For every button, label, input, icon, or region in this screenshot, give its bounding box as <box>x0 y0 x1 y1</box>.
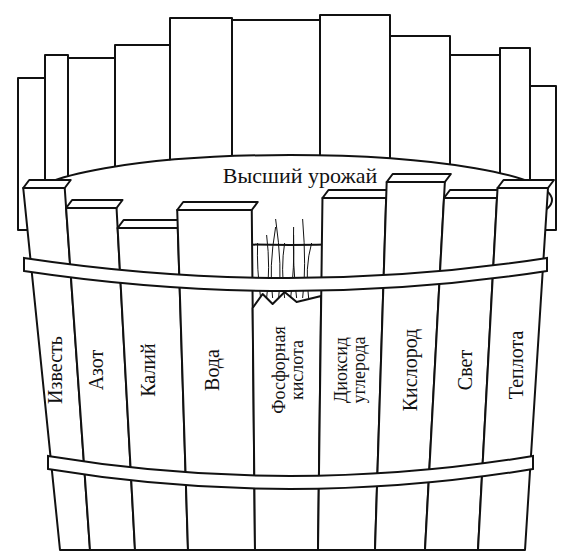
stave-label: Диоксид углерода <box>332 320 368 420</box>
stave-label: Свет <box>455 350 475 390</box>
stave-edge <box>444 190 503 198</box>
stave-label: Кислород <box>400 329 420 412</box>
stave-label: Азот <box>86 350 106 391</box>
stave-edge <box>498 180 554 188</box>
barrel-title: Высший урожай <box>223 165 377 187</box>
stave-edge <box>118 220 184 228</box>
stave-edge <box>23 180 70 188</box>
front-stave <box>478 188 548 550</box>
front-stave <box>177 210 255 550</box>
stave-label: Известь <box>45 336 65 404</box>
upper-hoop <box>24 258 547 291</box>
stave-label: Теплота <box>506 331 526 400</box>
stave-label: Вода <box>202 349 222 391</box>
stave-edge <box>66 200 122 208</box>
lower-hoop <box>48 456 533 489</box>
broken-stave <box>253 292 322 550</box>
stave-edge <box>387 174 451 182</box>
stave-edge <box>177 202 258 210</box>
stave-label: Фосфорная кислота <box>270 320 306 420</box>
stave-label: Калий <box>138 343 158 397</box>
stave-edge <box>322 190 392 198</box>
